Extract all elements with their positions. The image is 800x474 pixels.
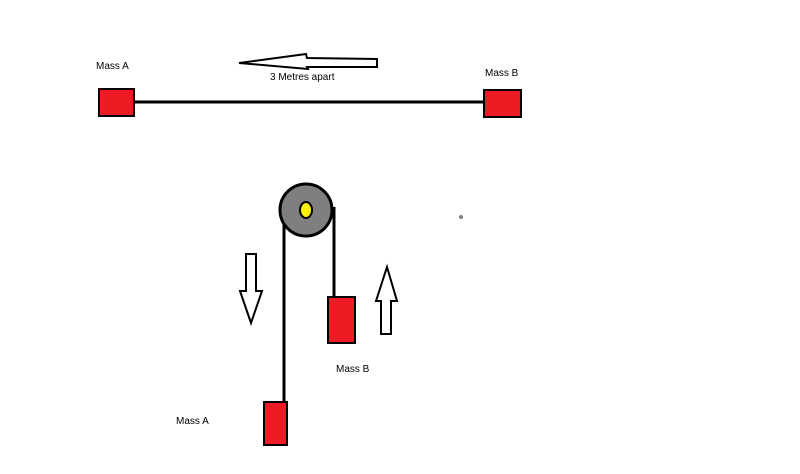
distance-label: 3 Metres apart xyxy=(270,72,335,83)
mass-b-block-pulley xyxy=(327,296,356,344)
left-arrow-icon xyxy=(238,52,378,71)
mass-a-block-pulley xyxy=(263,401,288,446)
mass-b-label-pulley: Mass B xyxy=(336,364,370,375)
mass-a-label-pulley: Mass A xyxy=(176,416,209,427)
down-arrow-icon xyxy=(238,253,264,327)
mass-b-label-top: Mass B xyxy=(485,68,519,79)
mass-b-block-top xyxy=(483,89,522,118)
pulley-axle xyxy=(299,201,313,219)
mass-a-label-top: Mass A xyxy=(96,61,129,72)
up-arrow-icon xyxy=(374,263,399,335)
stray-dot xyxy=(459,215,463,219)
mass-a-block-top xyxy=(98,88,135,117)
